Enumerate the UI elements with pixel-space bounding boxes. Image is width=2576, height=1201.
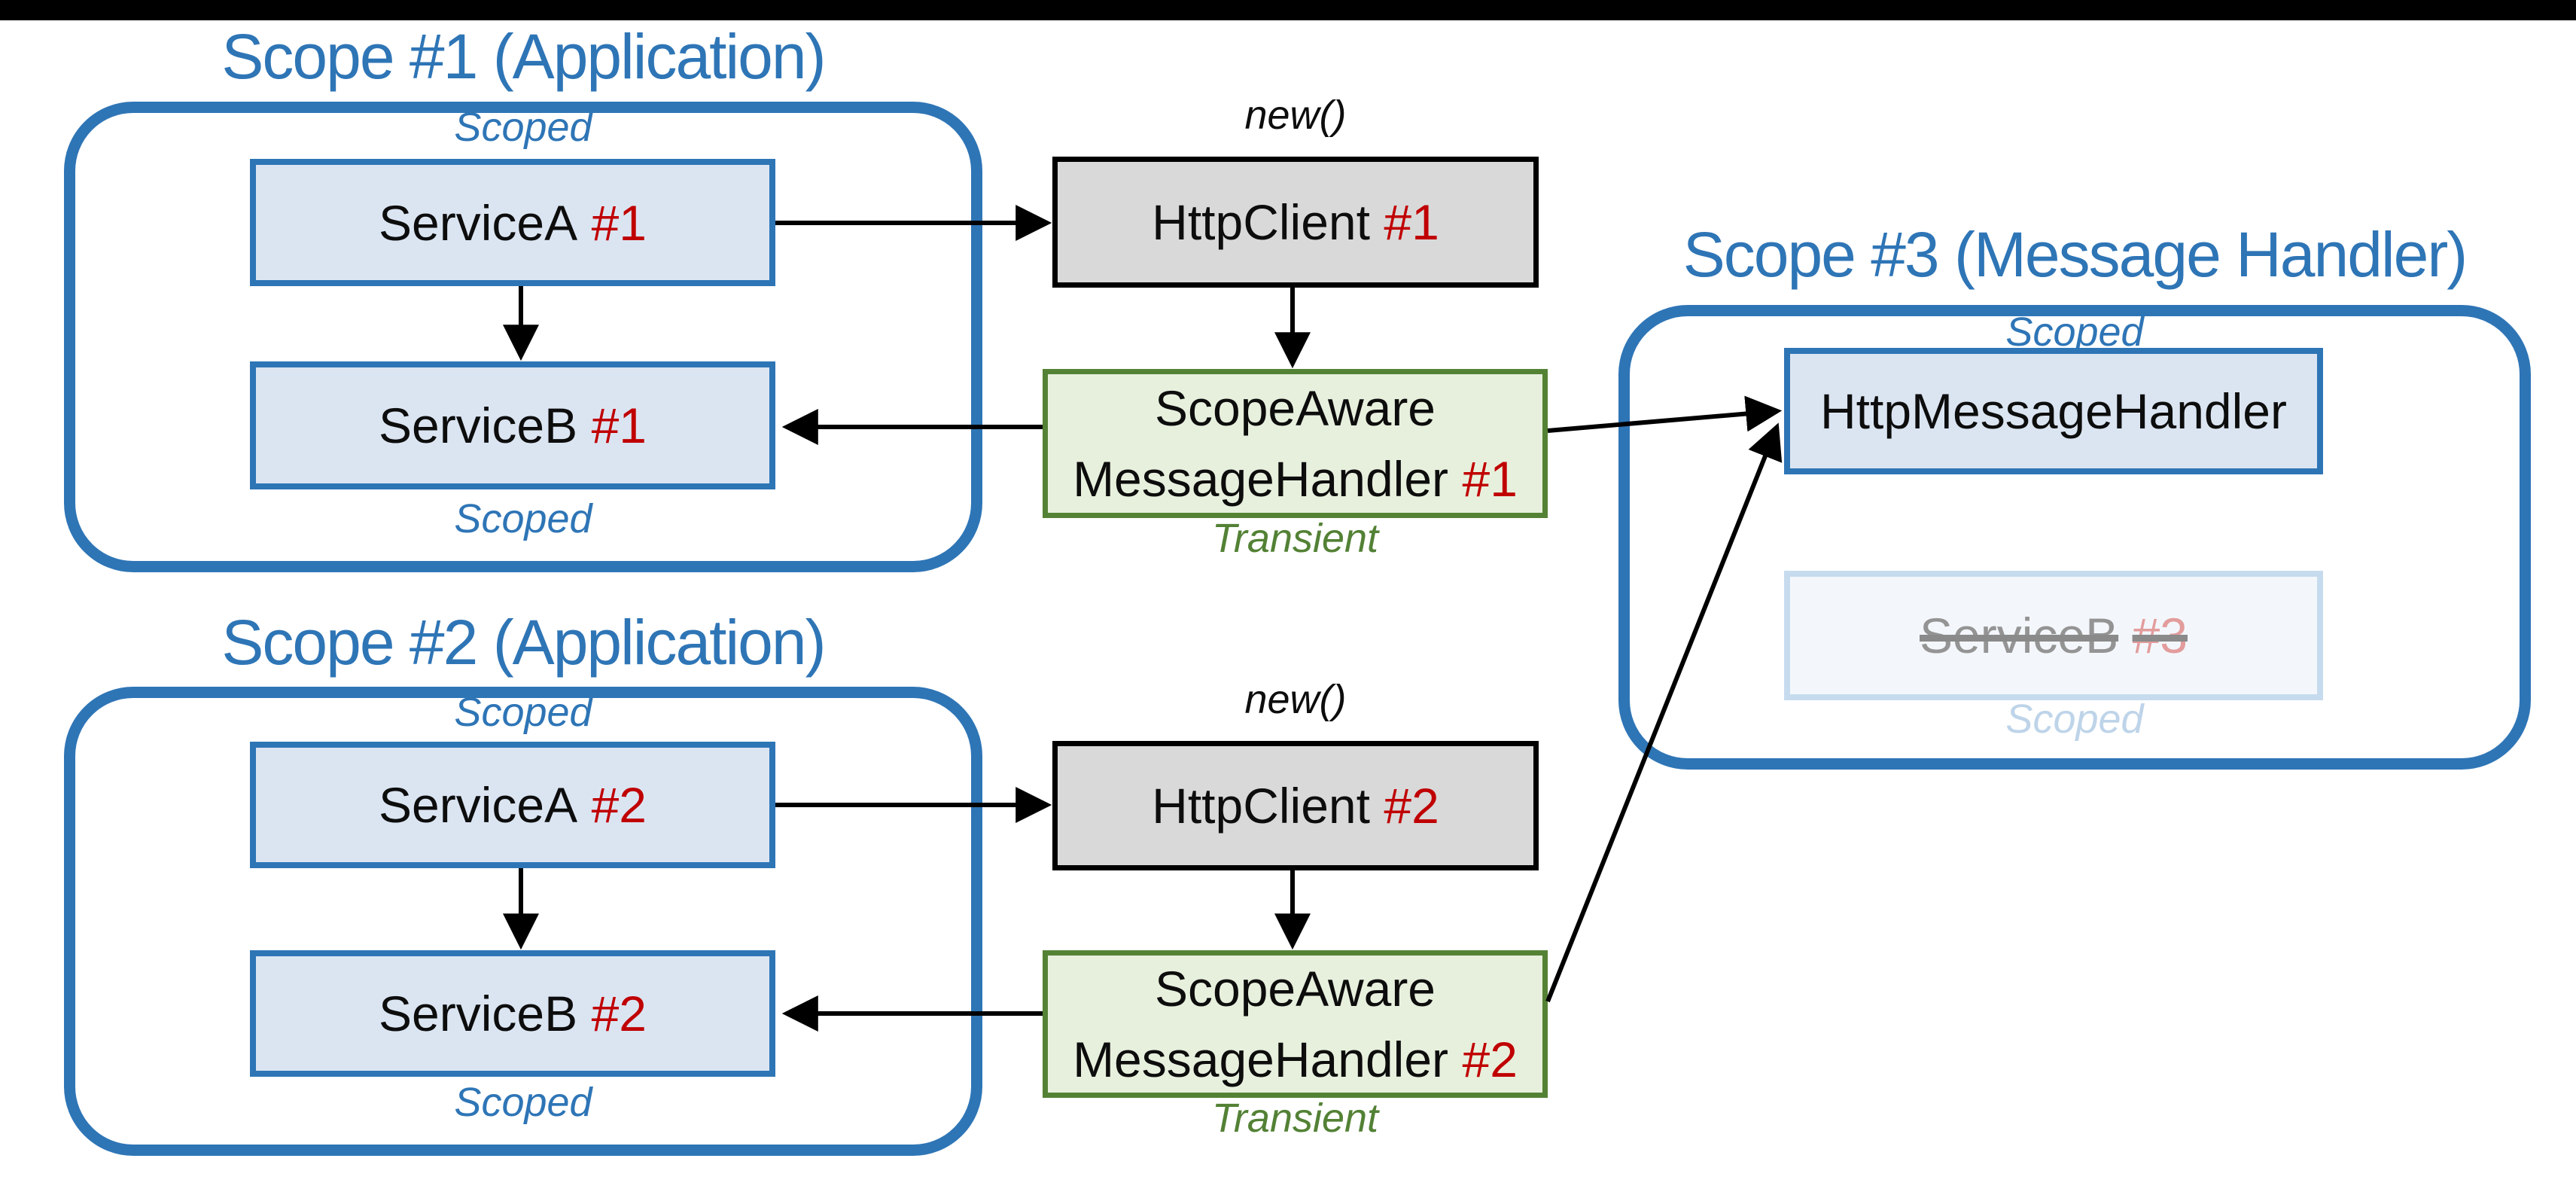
servicea-1-instance: #1 — [591, 194, 647, 251]
serviceb-3-instance: #3 — [2132, 608, 2188, 663]
samh-1-line2: MessageHandler#1 — [1073, 451, 1518, 507]
servicea-1-name: ServiceA — [379, 194, 578, 251]
node-serviceb-1: ServiceB#1 — [250, 361, 775, 489]
scope3-scoped-top-label: Scoped — [2005, 309, 2144, 355]
top-letterbox-bar — [0, 0, 2576, 20]
httpclient-2-name: HttpClient — [1152, 778, 1370, 834]
node-scopeaware-messagehandler-2: ScopeAware MessageHandler#2 — [1043, 950, 1548, 1098]
samh-1-instance: #1 — [1462, 451, 1518, 507]
httpclient1-new-annotation: new() — [1244, 93, 1347, 138]
scope2-title: Scope #2 (Application) — [221, 606, 826, 678]
node-httpclient-2: HttpClient#2 — [1052, 741, 1539, 870]
samh-1-line1: ScopeAware — [1154, 380, 1436, 436]
serviceb-2-instance: #2 — [591, 986, 647, 1041]
node-scopeaware-messagehandler-1: ScopeAware MessageHandler#1 — [1043, 369, 1548, 518]
samh-2-transient-annotation: Transient — [1211, 1096, 1379, 1141]
servicea-2-name: ServiceA — [379, 777, 578, 833]
scope1-boundary — [64, 102, 982, 572]
scope3-scoped-bottom-label: Scoped — [2005, 697, 2144, 742]
httpclient2-new-annotation: new() — [1244, 677, 1347, 722]
node-httpmessagehandler: HttpMessageHandler — [1784, 348, 2323, 474]
samh-2-line1: ScopeAware — [1154, 961, 1436, 1017]
serviceb-3-name: ServiceB — [1920, 608, 2119, 663]
httpclient-1-instance: #1 — [1384, 194, 1439, 250]
scope1-title: Scope #1 (Application) — [221, 20, 826, 92]
scope3-title: Scope #3 (Message Handler) — [1682, 218, 2468, 290]
scope2-scoped-bottom-label: Scoped — [454, 1080, 592, 1125]
samh-2-instance: #2 — [1462, 1032, 1518, 1087]
node-servicea-2: ServiceA#2 — [250, 742, 775, 868]
servicea-2-instance: #2 — [591, 777, 647, 833]
node-httpclient-1: HttpClient#1 — [1052, 157, 1539, 288]
scope1-scoped-bottom-label: Scoped — [454, 496, 592, 541]
httpclient-1-name: HttpClient — [1152, 194, 1370, 250]
samh-1-transient-annotation: Transient — [1211, 516, 1379, 561]
httpmessagehandler-name: HttpMessageHandler — [1820, 383, 2287, 439]
serviceb-1-name: ServiceB — [379, 398, 578, 453]
samh-2-line2: MessageHandler#2 — [1073, 1032, 1518, 1087]
serviceb-3-struck-text: ServiceB#3 — [1920, 607, 2188, 664]
node-serviceb-3-disposed: ServiceB#3 — [1784, 571, 2323, 700]
serviceb-2-name: ServiceB — [379, 986, 578, 1041]
node-servicea-1: ServiceA#1 — [250, 159, 775, 286]
httpclient-2-instance: #2 — [1384, 778, 1439, 834]
serviceb-1-instance: #1 — [591, 398, 647, 453]
node-serviceb-2: ServiceB#2 — [250, 950, 775, 1077]
